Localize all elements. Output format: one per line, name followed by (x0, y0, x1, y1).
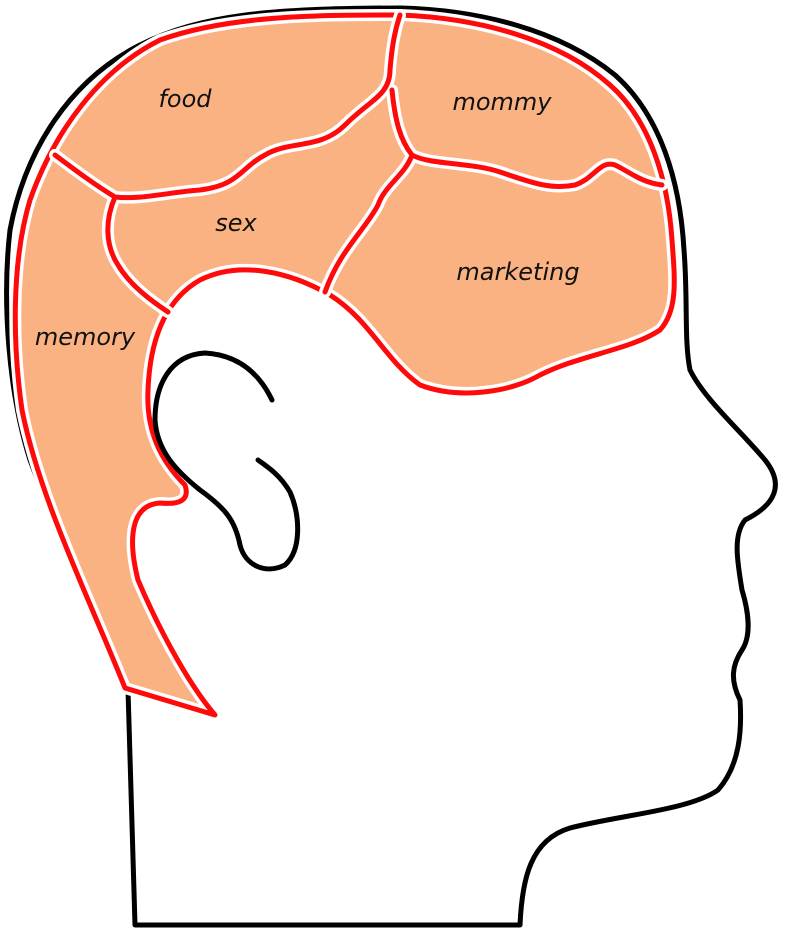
sex-memory-border (105, 194, 171, 315)
label-food: food (158, 85, 212, 113)
label-sex: sex (215, 209, 257, 237)
ear-outline (152, 350, 301, 572)
sex-marketing-border (322, 87, 415, 295)
label-mommy: mommy (452, 88, 552, 116)
label-memory: memory (35, 323, 136, 351)
mommy-marketing-border (409, 152, 665, 190)
brain-region (9, 9, 681, 721)
label-marketing: marketing (456, 258, 579, 286)
